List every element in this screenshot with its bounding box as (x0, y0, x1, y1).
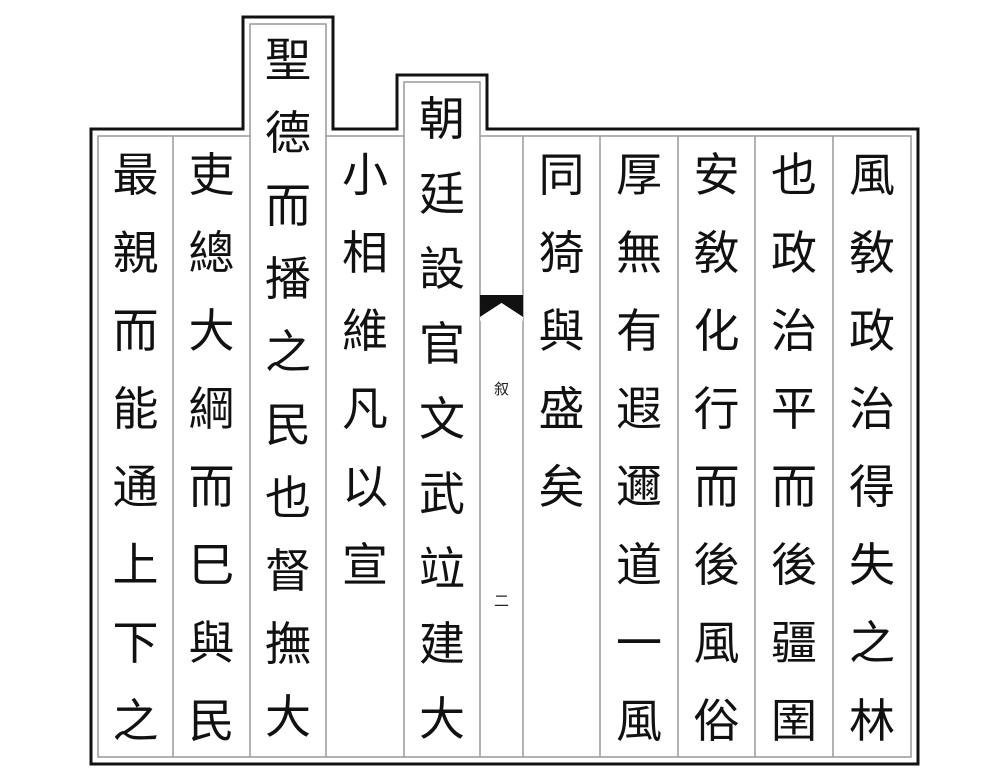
text-column-8-raised: 聖 德 而 播 之 民 也 督 撫 大 (250, 24, 326, 754)
char: 大 (419, 692, 465, 746)
char: 撫 (265, 617, 311, 671)
char: 盛 (538, 382, 585, 436)
char: 敎 (693, 226, 740, 280)
char: 宣 (342, 538, 388, 592)
char: 而 (112, 304, 159, 358)
char: 設 (419, 242, 465, 296)
char: 後 (771, 538, 817, 592)
char: 吏 (188, 148, 235, 202)
char: 化 (693, 304, 740, 358)
char: 風 (616, 694, 662, 748)
char: 政 (771, 226, 817, 280)
char: 民 (265, 398, 311, 452)
char: 而 (188, 460, 235, 514)
char: 建 (419, 617, 465, 671)
text-column-4: 厚 無 有 遐 邇 道 一 風 (600, 136, 678, 760)
text-column-3: 安 敎 化 行 而 後 風 俗 (678, 136, 755, 760)
char: 之 (112, 694, 159, 748)
text-column-2: 也 政 治 平 而 後 疆 圉 (755, 136, 833, 760)
char: 與 (188, 616, 235, 670)
char: 大 (188, 304, 235, 358)
char: 親 (112, 226, 159, 280)
char: 也 (265, 471, 311, 525)
char: 通 (112, 460, 159, 514)
text-column-9: 吏 總 大 綱 而 巳 與 民 (173, 136, 250, 760)
char: 一 (616, 616, 662, 670)
text-column-7: 小 相 維 凡 以 宣 (326, 136, 404, 604)
char: 風 (849, 148, 895, 202)
char: 武 (419, 467, 465, 521)
char: 林 (849, 694, 895, 748)
char: 厚 (616, 148, 662, 202)
char: 失 (849, 538, 895, 592)
char: 行 (693, 382, 740, 436)
char: 督 (265, 544, 311, 598)
char: 猗 (538, 226, 585, 280)
char: 上 (112, 538, 159, 592)
char: 同 (538, 148, 585, 202)
char: 播 (265, 252, 311, 306)
char: 而 (771, 460, 817, 514)
char: 竝 (419, 542, 465, 596)
char: 最 (112, 148, 159, 202)
char: 也 (771, 148, 817, 202)
char: 小 (342, 148, 388, 202)
char: 民 (188, 694, 235, 748)
text-column-5: 同 猗 與 盛 矣 (523, 136, 600, 526)
char: 綱 (188, 382, 235, 436)
char: 相 (342, 226, 388, 280)
char: 維 (342, 304, 388, 358)
char: 而 (693, 460, 740, 514)
char: 遐 (616, 382, 662, 436)
char: 文 (419, 392, 465, 446)
char: 安 (693, 148, 740, 202)
char: 能 (112, 382, 159, 436)
char: 圉 (771, 694, 817, 748)
char: 官 (419, 317, 465, 371)
char: 敎 (849, 226, 895, 280)
char: 下 (112, 616, 159, 670)
char: 巳 (188, 538, 235, 592)
char: 廷 (419, 167, 465, 221)
char: 邇 (616, 460, 662, 514)
char: 得 (849, 460, 895, 514)
char: 之 (265, 325, 311, 379)
text-column-10: 最 親 而 能 通 上 下 之 (98, 136, 173, 760)
char: 無 (616, 226, 662, 280)
char: 平 (771, 382, 817, 436)
page-number: 二 (493, 592, 509, 610)
text-column-1: 風 敎 政 治 得 失 之 林 (833, 136, 911, 760)
char: 治 (771, 304, 817, 358)
char: 德 (265, 106, 311, 160)
char: 凡 (342, 382, 388, 436)
char: 有 (616, 304, 662, 358)
char: 矣 (538, 460, 585, 514)
section-title: 叙 (493, 380, 509, 398)
char: 道 (616, 538, 662, 592)
text-column-6-raised: 朝 廷 設 官 文 武 竝 建 大 (404, 82, 480, 757)
char: 風 (693, 616, 740, 670)
char: 疆 (771, 616, 817, 670)
char: 俗 (693, 694, 740, 748)
char: 後 (693, 538, 740, 592)
char: 治 (849, 382, 895, 436)
char: 之 (849, 616, 895, 670)
char: 朝 (419, 92, 465, 146)
fish-tail-mark-icon (480, 295, 523, 321)
char: 與 (538, 304, 585, 358)
char: 大 (265, 690, 311, 744)
char: 而 (265, 179, 311, 233)
char: 聖 (265, 33, 311, 87)
char: 政 (849, 304, 895, 358)
char: 以 (342, 460, 388, 514)
char: 總 (188, 226, 235, 280)
